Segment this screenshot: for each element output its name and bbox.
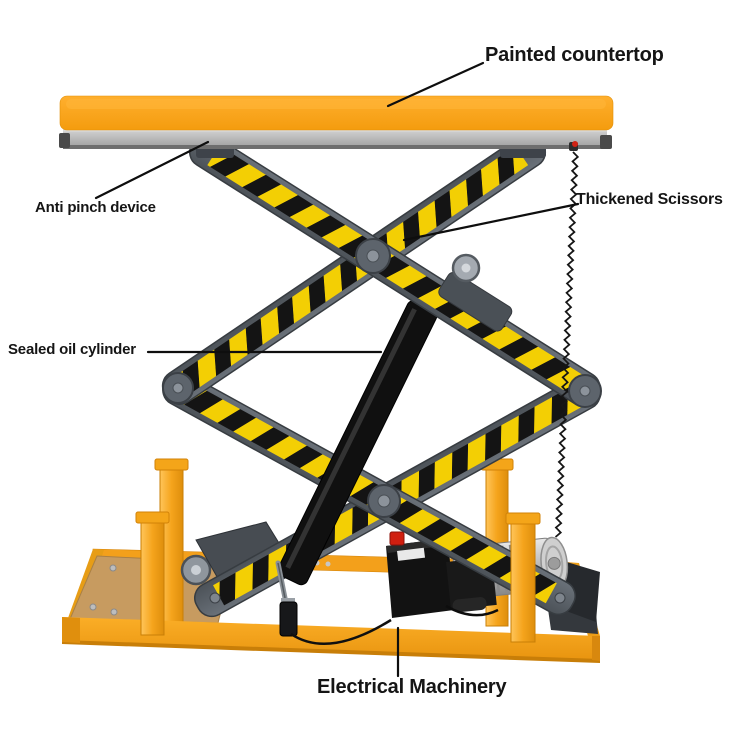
rail-bottom-strip xyxy=(63,145,607,149)
label-anti-pinch-device: Anti pinch device xyxy=(35,199,156,216)
plate-bolt xyxy=(89,603,97,611)
rail-left-cap xyxy=(59,133,70,148)
mid-hinge-left xyxy=(162,372,194,404)
label-electrical-machinery: Electrical Machinery xyxy=(317,676,507,698)
upper-center-pivot xyxy=(355,238,391,274)
post-front-right xyxy=(510,519,536,643)
table-assembly xyxy=(59,95,614,158)
hazard-stripe-band xyxy=(207,145,583,395)
cylinder-head-bracket xyxy=(438,271,513,332)
corner-posts-front xyxy=(135,511,541,643)
base-front-rail xyxy=(62,617,600,663)
spiral-cable-group xyxy=(554,151,580,538)
front-rail-right-cap xyxy=(592,636,600,661)
anti-pinch-rail xyxy=(63,129,607,148)
leader-anti-pinch xyxy=(94,140,210,200)
lower-center-pivot xyxy=(367,484,401,518)
label-sealed-oil-cylinder: Sealed oil cylinder xyxy=(8,341,136,358)
spiral-cable xyxy=(554,151,580,538)
front-rail-left-cap xyxy=(62,617,80,643)
limit-switch xyxy=(275,560,392,646)
hazard-stripe-band xyxy=(179,146,529,392)
motor-hub xyxy=(547,556,561,570)
limit-switch-wire xyxy=(290,618,392,646)
tank-filler-cap xyxy=(389,531,405,546)
cylinder-head-roller xyxy=(451,253,481,283)
arm-end-bolt xyxy=(554,592,566,604)
plate-bolt xyxy=(109,564,117,572)
pump-wire xyxy=(445,604,499,617)
leader-thickened-scissors xyxy=(402,202,580,242)
label-painted-countertop: Painted countertop xyxy=(485,44,664,66)
pump-valve xyxy=(452,597,487,613)
cylinder-highlight xyxy=(285,308,417,569)
leader-lines xyxy=(94,61,580,678)
label-thickened-scissors: Thickened Scissors xyxy=(576,191,723,208)
countertop-highlight xyxy=(66,99,606,109)
arm-end-bolt xyxy=(209,592,221,604)
crossmember-bolt xyxy=(325,561,331,567)
post-front-left xyxy=(140,518,165,636)
post-cap xyxy=(154,458,189,471)
leader-painted-countertop xyxy=(386,61,485,108)
front-rail-bottom-edge xyxy=(62,640,600,663)
plate-bolt xyxy=(110,608,118,616)
limit-switch-body xyxy=(279,601,298,637)
post-cap xyxy=(505,512,541,525)
tank-label xyxy=(397,547,426,561)
rail-right-cap xyxy=(600,135,612,149)
cable-connector-red xyxy=(572,141,578,147)
post-cap xyxy=(135,511,170,524)
mid-hinge-right xyxy=(568,374,602,408)
left-roller xyxy=(180,554,212,586)
